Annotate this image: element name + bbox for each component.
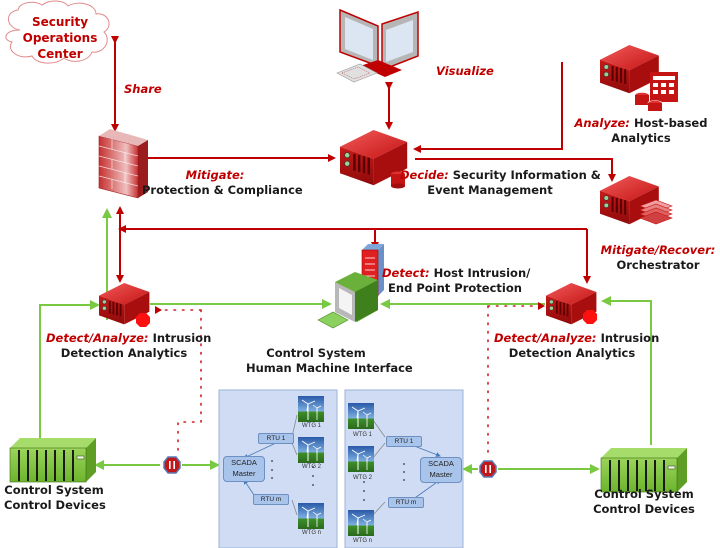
ids-right-name-line2: Detection Analytics: [508, 346, 636, 360]
devices-right-label: Control System Control Devices: [592, 487, 696, 517]
wind-turbine-icon: [347, 445, 375, 473]
wtg-label: WTG 2: [302, 464, 321, 470]
wind-turbine-icon: [347, 402, 375, 430]
orchestrator-action: Mitigate/Recover:: [600, 243, 716, 257]
scada-master-line: SCADA: [231, 458, 257, 467]
wind-turbine-icon: [297, 502, 325, 530]
hids-name-line2: End Point Protection: [388, 281, 522, 295]
ellipsis-dots: [271, 460, 405, 501]
host-analytics-name: Host-based: [633, 116, 708, 130]
server-stack-icon: [599, 175, 673, 225]
hmi-label-line: Human Machine Interface: [246, 361, 413, 375]
siem-label: Decide: Security Information & Event Man…: [400, 168, 601, 198]
tap-links: [159, 305, 536, 456]
scada-master-line: SCADA: [428, 459, 454, 468]
network-tap-icon[interactable]: [163, 456, 181, 474]
hmi-label-line: Control System: [266, 346, 366, 360]
server-stop-icon: [98, 282, 150, 327]
siem-name-line2: Event Management: [427, 183, 553, 197]
ids-left-name: Intrusion: [152, 331, 212, 345]
hmi-label: Control System Human Machine Interface: [246, 346, 413, 376]
ids-left-action: Detect/Analyze:: [46, 331, 149, 345]
siem-name: Security Information &: [452, 168, 601, 182]
scada-master-box[interactable]: SCADA Master: [420, 457, 462, 483]
firewall-icon: [98, 129, 148, 199]
server-stop-icon: [545, 282, 597, 325]
wtg-label: WTG 1: [353, 432, 372, 438]
devices-left-label: Control System Control Devices: [4, 483, 106, 513]
cloud-icon: [5, 0, 110, 64]
host-analytics-name-line2: Analytics: [611, 131, 671, 145]
siem-action: Decide:: [400, 168, 449, 182]
orchestrate-link: [415, 158, 616, 182]
wtg-label: WTG n: [302, 530, 321, 536]
dual-monitor-icon: [336, 8, 419, 83]
scada-master-line: Master: [232, 469, 256, 478]
share-label: Share: [124, 82, 162, 96]
ids-right-action: Detect/Analyze:: [494, 331, 597, 345]
soc-label[interactable]: Security Operations Center: [20, 14, 100, 62]
devices-right-to-ids-link: [601, 296, 652, 445]
scada-right-links: [372, 419, 441, 516]
wtg-label: WTG 1: [302, 423, 321, 429]
rtu-box[interactable]: RTU 1: [258, 433, 294, 444]
ids-left-name-line2: Detection Analytics: [60, 346, 188, 360]
firewall-action: Mitigate:: [185, 168, 245, 182]
red-links: [111, 36, 616, 284]
wind-turbine-icon: [297, 395, 325, 423]
devices-label-line: Control Devices: [4, 498, 106, 512]
devices-label-line: Control System: [4, 483, 104, 497]
wind-turbine-icon: [347, 509, 375, 537]
hids-label: Detect: Host Intrusion/ End Point Protec…: [382, 266, 531, 296]
ids-left-label: Detect/Analyze: Intrusion Detection Anal…: [46, 331, 211, 361]
scada-master-box[interactable]: SCADA Master: [223, 456, 265, 482]
host-analytics-label: Analyze: Host-based Analytics: [572, 116, 710, 146]
plc-rack-icon: [600, 447, 688, 493]
soc-label-line: Security: [31, 15, 89, 29]
tap-left-arrow: [155, 306, 162, 314]
wtg-label: WTG 2: [353, 475, 372, 481]
devices-label-line: Control Devices: [593, 502, 695, 516]
analyze-link: [413, 62, 563, 153]
ids-right-label: Detect/Analyze: Intrusion Detection Anal…: [494, 331, 659, 361]
soc-label-line: Center: [37, 47, 83, 61]
orchestrator-name: Orchestrator: [616, 258, 700, 272]
ids-right-name: Intrusion: [600, 331, 660, 345]
scada-master-line: Master: [429, 470, 453, 479]
computer-icon: [317, 272, 378, 329]
rtu-box[interactable]: RTU m: [388, 497, 424, 508]
network-tap-icon[interactable]: [479, 460, 497, 478]
rtu-box[interactable]: RTU m: [253, 494, 289, 505]
firewall-label: Mitigate: Protection & Compliance: [142, 168, 303, 198]
soc-label-line: Operations: [22, 31, 98, 45]
plc-rack-icon: [9, 437, 97, 483]
server-database-icon: [339, 129, 408, 189]
hids-name: Host Intrusion/: [433, 266, 531, 280]
tap-right-arrow: [538, 302, 545, 310]
server-calculator-icon: [599, 44, 678, 111]
host-analytics-action: Analyze:: [574, 116, 630, 130]
orchestrator-label: Mitigate/Recover: Orchestrator: [600, 243, 716, 273]
rtu-box[interactable]: RTU 1: [386, 436, 422, 447]
firewall-name: Protection & Compliance: [142, 183, 303, 197]
devices-left-to-ids-link: [39, 300, 100, 440]
wtg-label: WTG n: [353, 538, 372, 544]
devices-label-line: Control System: [594, 487, 694, 501]
visualize-label: Visualize: [436, 64, 494, 78]
hids-action: Detect:: [382, 266, 430, 280]
wind-turbine-icon: [297, 436, 325, 464]
